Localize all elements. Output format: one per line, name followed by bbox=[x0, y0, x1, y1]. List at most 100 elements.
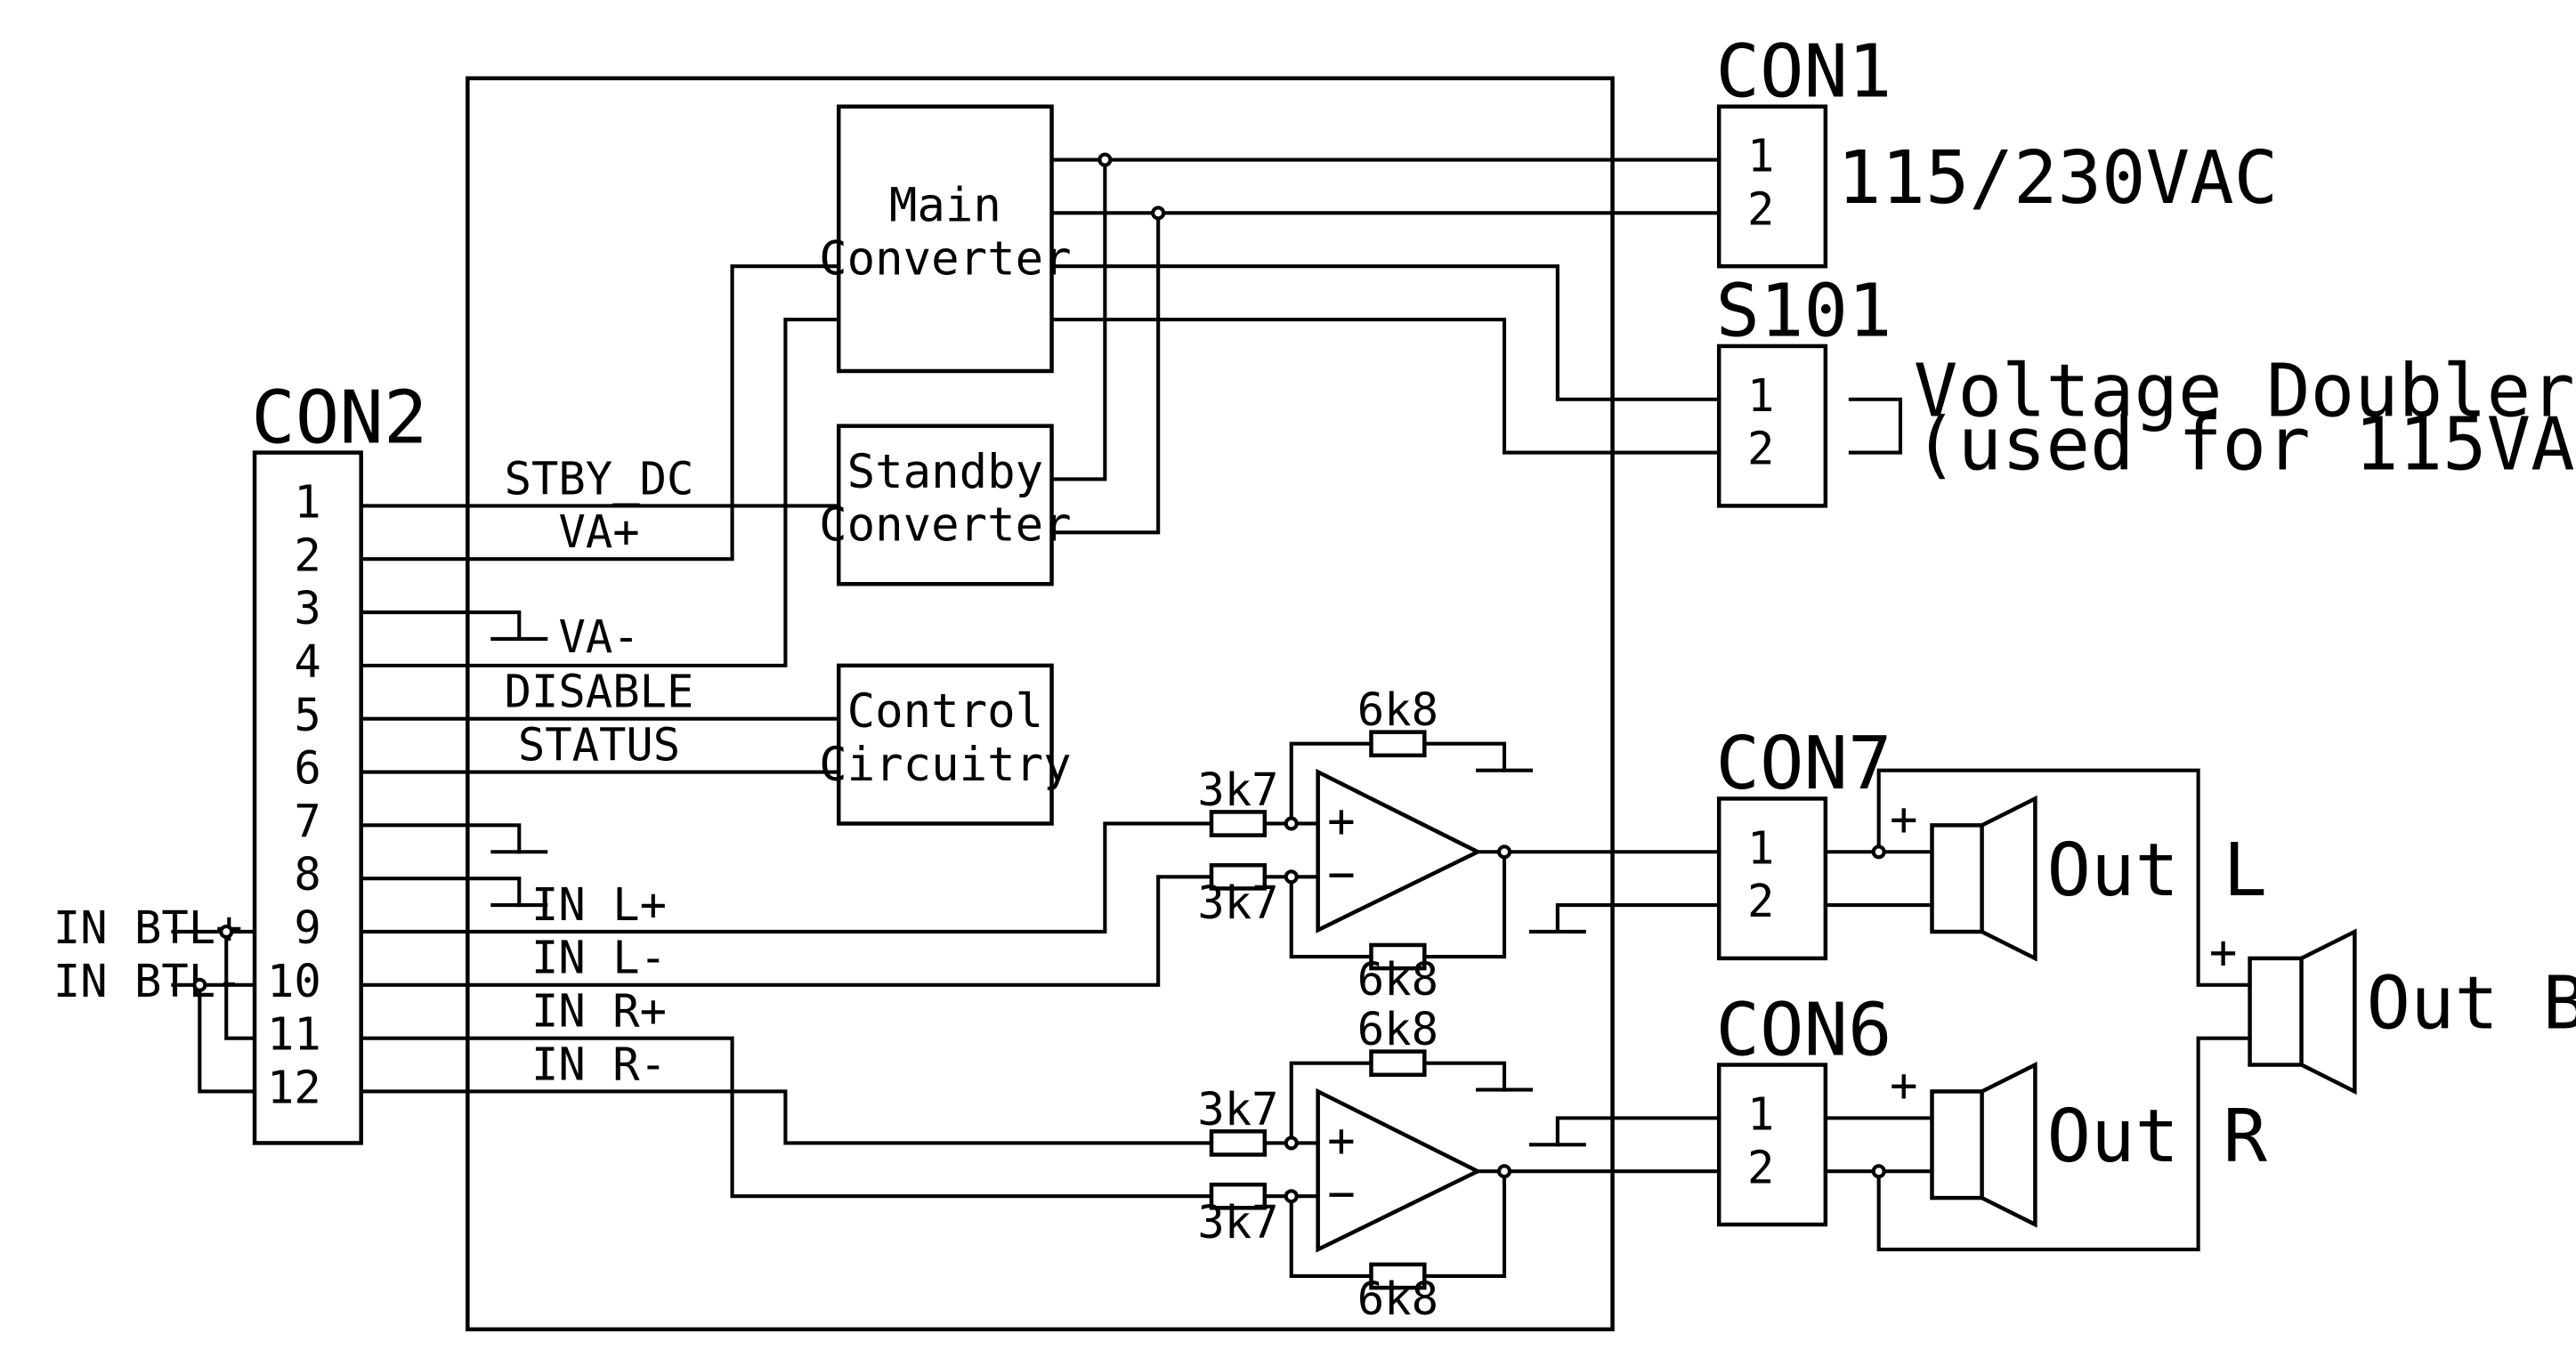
amp-r-r-fb-bottom-label: 6k8 bbox=[1357, 1273, 1438, 1325]
con2-pin-12: 12 bbox=[267, 1062, 321, 1114]
junction bbox=[219, 924, 234, 940]
con2-pin-8: 8 bbox=[294, 848, 320, 901]
opamp-triangle bbox=[1316, 1087, 1483, 1253]
con2-pin-2: 2 bbox=[294, 529, 320, 581]
amp-l-r-in-plus-label: 3k7 bbox=[1197, 764, 1278, 816]
s101-bracket bbox=[1848, 397, 1903, 455]
junction bbox=[1871, 1164, 1886, 1179]
con7-pin-1: 1 bbox=[1747, 821, 1774, 874]
standby-converter-line1: Standby bbox=[847, 445, 1044, 499]
amplifier-right: 3k7 3k7 + − 6k8 6k8 bbox=[1197, 1003, 1721, 1325]
btl-inputs: IN BTL+ IN BTL- bbox=[53, 901, 257, 1094]
signal-in-r-plus: IN R+ bbox=[531, 985, 667, 1038]
junction bbox=[1284, 1189, 1299, 1204]
mains-wiring bbox=[1049, 152, 1721, 535]
amp-r-r-in-minus-label: 3k7 bbox=[1197, 1196, 1278, 1249]
con2-title: CON2 bbox=[251, 376, 427, 460]
speaker-out-r-label: Out R bbox=[2046, 1095, 2267, 1179]
signal-in-r-minus: IN R- bbox=[531, 1038, 667, 1090]
con2-pin-4: 4 bbox=[294, 635, 320, 688]
standby-converter-line2: Converter bbox=[819, 498, 1072, 553]
main-converter-block: Main Converter bbox=[819, 104, 1072, 374]
signal-in-l-plus: IN L+ bbox=[531, 878, 667, 931]
junction bbox=[1284, 816, 1299, 831]
input-btl-minus: IN BTL- bbox=[53, 955, 243, 1007]
con2-pin-10: 10 bbox=[267, 955, 321, 1007]
speaker-out-l: + Out L bbox=[1823, 793, 2267, 962]
con2-pin-9: 9 bbox=[294, 901, 320, 954]
amp-l-r-fb-top-label: 6k8 bbox=[1357, 683, 1438, 736]
s101-title: S101 bbox=[1715, 270, 1891, 354]
signal-in-l-minus: IN L- bbox=[531, 932, 667, 984]
s101-label-line1: Voltage Doubler bbox=[1914, 349, 2575, 433]
con2-pin-5: 5 bbox=[294, 689, 320, 741]
opamp-triangle bbox=[1316, 768, 1483, 934]
speaker-out-r-plus: + bbox=[1890, 1059, 1918, 1113]
speaker-icon bbox=[2248, 956, 2304, 1067]
amplifier-left: 3k7 3k7 + − 6k8 6k8 bbox=[1197, 683, 1721, 1006]
main-converter-line1: Main bbox=[889, 179, 1001, 233]
con7-pin-2: 2 bbox=[1747, 875, 1774, 927]
con2-pin-numbers: 1 2 3 4 5 6 7 8 9 10 11 12 bbox=[267, 475, 321, 1113]
junction bbox=[1284, 1136, 1299, 1151]
input-btl-plus: IN BTL+ bbox=[53, 901, 243, 954]
junction bbox=[192, 977, 207, 992]
con6-pin-2: 2 bbox=[1747, 1141, 1774, 1193]
junction bbox=[1098, 152, 1113, 167]
con6-pin-1: 1 bbox=[1747, 1087, 1774, 1140]
standby-converter-block: Standby Converter bbox=[819, 424, 1072, 586]
con1-voltage-label: 115/230VAC bbox=[1837, 136, 2278, 221]
signal-disable: DISABLE bbox=[505, 666, 694, 718]
junction bbox=[1496, 845, 1512, 860]
con7-title: CON7 bbox=[1715, 722, 1891, 806]
con6-connector: CON6 1 2 bbox=[1715, 988, 1892, 1227]
con1-pin-1: 1 bbox=[1747, 130, 1774, 182]
signal-stby-dc: STBY_DC bbox=[505, 452, 694, 505]
amp-l-r-in-minus-label: 3k7 bbox=[1197, 877, 1278, 929]
con6-title: CON6 bbox=[1715, 988, 1891, 1072]
signal-va-plus: VA+ bbox=[558, 505, 639, 558]
con2-pin-7: 7 bbox=[294, 795, 320, 847]
signal-va-minus: VA- bbox=[558, 610, 639, 663]
amp-l-r-fb-bottom-label: 6k8 bbox=[1357, 953, 1438, 1006]
main-converter-line2: Converter bbox=[819, 232, 1072, 287]
module-outline bbox=[466, 76, 1615, 1332]
control-circuitry-line2: Circuitry bbox=[819, 738, 1072, 792]
speaker-icon bbox=[1930, 823, 1984, 934]
con2-pin-3: 3 bbox=[294, 582, 320, 635]
amp-l-plus-sign: + bbox=[1327, 794, 1356, 848]
con2-wiring: STBY_DC VA+ VA- DISABLE STATUS IN L+ IN … bbox=[359, 264, 1214, 1199]
s101-pin-2: 2 bbox=[1747, 423, 1774, 475]
s101-label-line2: (used for 115VAC) bbox=[1914, 402, 2576, 487]
amp-r-minus-sign: − bbox=[1327, 1167, 1356, 1221]
signal-status: STATUS bbox=[518, 718, 680, 771]
control-circuitry-block: Control Circuitry bbox=[819, 663, 1072, 826]
con2-connector: CON2 1 2 3 4 5 6 7 8 9 10 11 12 bbox=[251, 376, 427, 1145]
junction bbox=[1151, 206, 1166, 221]
junction bbox=[1284, 869, 1299, 885]
amp-l-minus-sign: − bbox=[1327, 847, 1356, 901]
amp-r-plus-sign: + bbox=[1327, 1113, 1356, 1168]
con1-title: CON1 bbox=[1715, 29, 1891, 114]
amp-r-r-fb-top-label: 6k8 bbox=[1357, 1003, 1438, 1055]
con1-pin-2: 2 bbox=[1747, 182, 1774, 235]
amp-r-r-in-plus-label: 3k7 bbox=[1197, 1083, 1278, 1136]
junction bbox=[1871, 845, 1886, 860]
speaker-out-r: + Out R bbox=[1823, 1059, 2268, 1228]
con2-pin-11: 11 bbox=[267, 1008, 321, 1061]
speaker-out-btl-label: Out BTL bbox=[2366, 961, 2576, 1046]
s101-connector: S101 1 2 Voltage Doubler (used for 115VA… bbox=[1715, 270, 2576, 508]
con2-pin-1: 1 bbox=[294, 475, 320, 528]
speaker-icon bbox=[1930, 1089, 1984, 1200]
speaker-out-l-label: Out L bbox=[2046, 828, 2267, 913]
junction bbox=[1496, 1164, 1512, 1179]
speaker-out-btl-plus: + bbox=[2209, 925, 2238, 980]
speaker-out-l-plus: + bbox=[1890, 793, 1918, 847]
speaker-out-btl: + Out BTL bbox=[1871, 768, 2576, 1252]
con7-connector: CON7 1 2 bbox=[1715, 722, 1892, 961]
s101-pin-1: 1 bbox=[1747, 369, 1774, 422]
con2-pin-6: 6 bbox=[294, 742, 320, 795]
control-circuitry-line1: Control bbox=[847, 684, 1044, 739]
con1-connector: CON1 1 2 115/230VAC bbox=[1715, 29, 2278, 269]
